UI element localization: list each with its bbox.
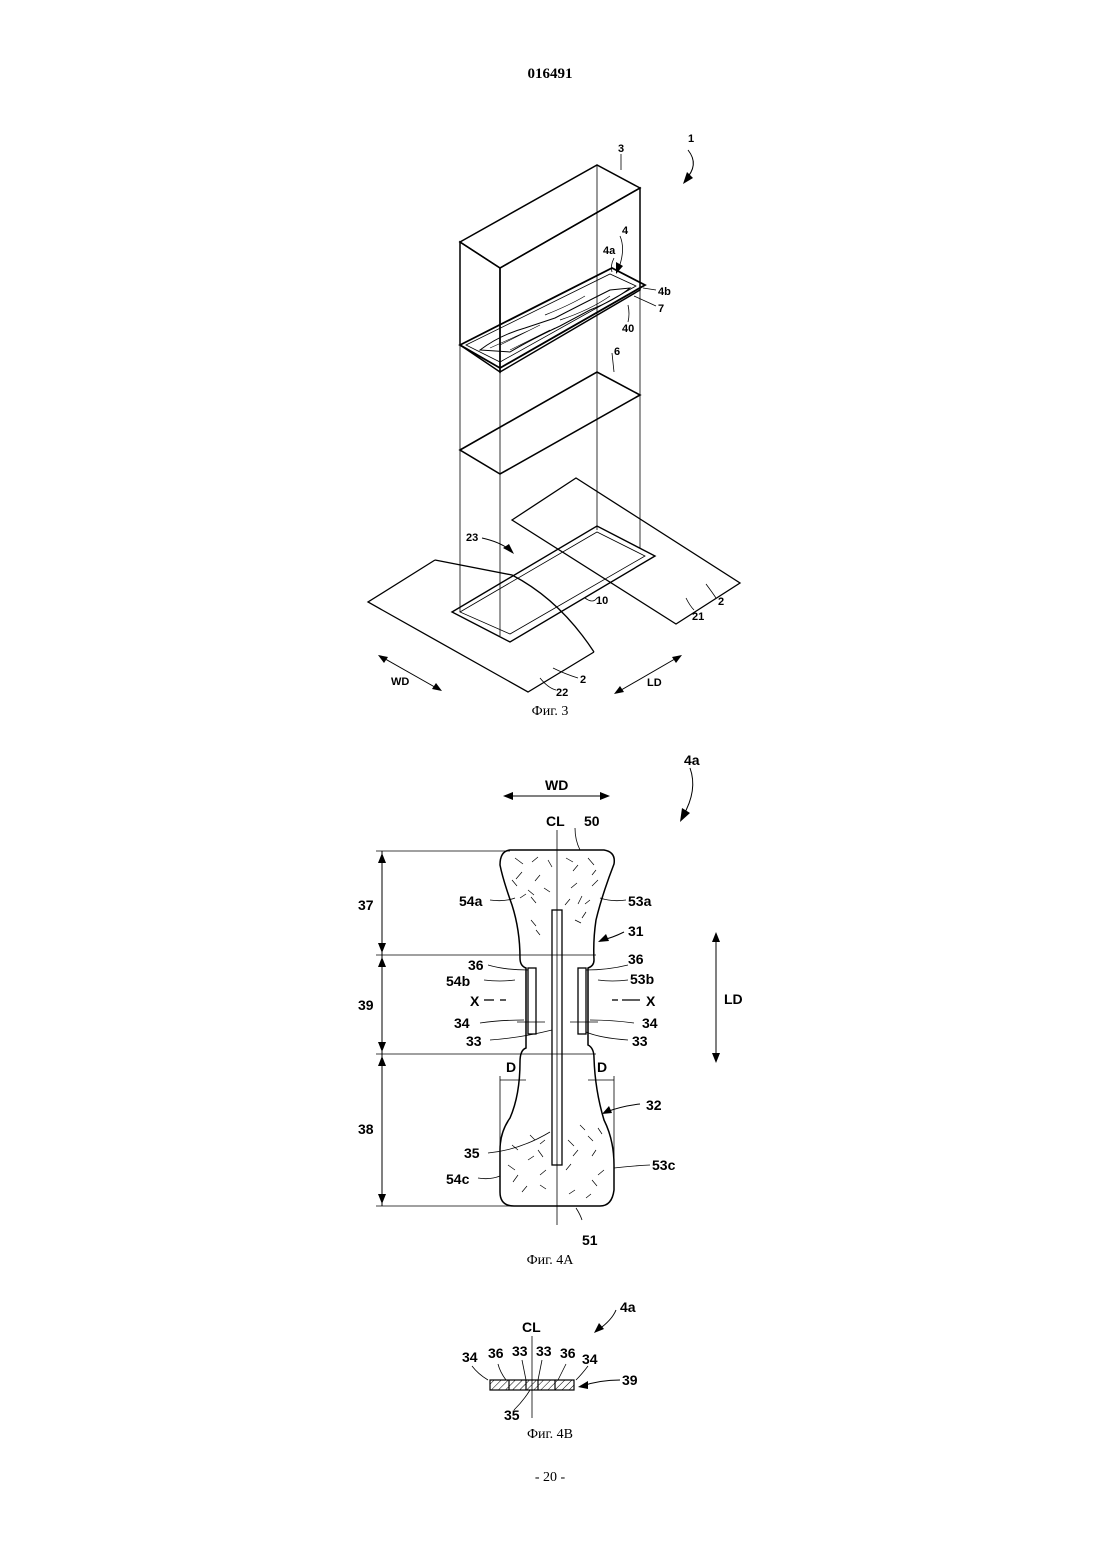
fig4b-label-33-left: 33	[512, 1343, 528, 1359]
fig4b-label-cl: CL	[522, 1319, 541, 1335]
fig4b-label-39: 39	[622, 1372, 638, 1388]
fig4b-label-35: 35	[504, 1407, 520, 1423]
fig4b-label-33-right: 33	[536, 1343, 552, 1359]
figure-4b-caption: Фиг. 4B	[0, 1427, 1100, 1443]
fig4b-label-34-left: 34	[462, 1349, 478, 1365]
fig4b-label-36-left: 36	[488, 1345, 504, 1361]
page-number: - 20 -	[0, 1470, 1100, 1486]
fig4b-label-34-right: 34	[582, 1351, 598, 1367]
fig4b-label-4a: 4a	[620, 1299, 636, 1315]
cross-section	[490, 1380, 574, 1390]
fig4b-label-36-right: 36	[560, 1345, 576, 1361]
